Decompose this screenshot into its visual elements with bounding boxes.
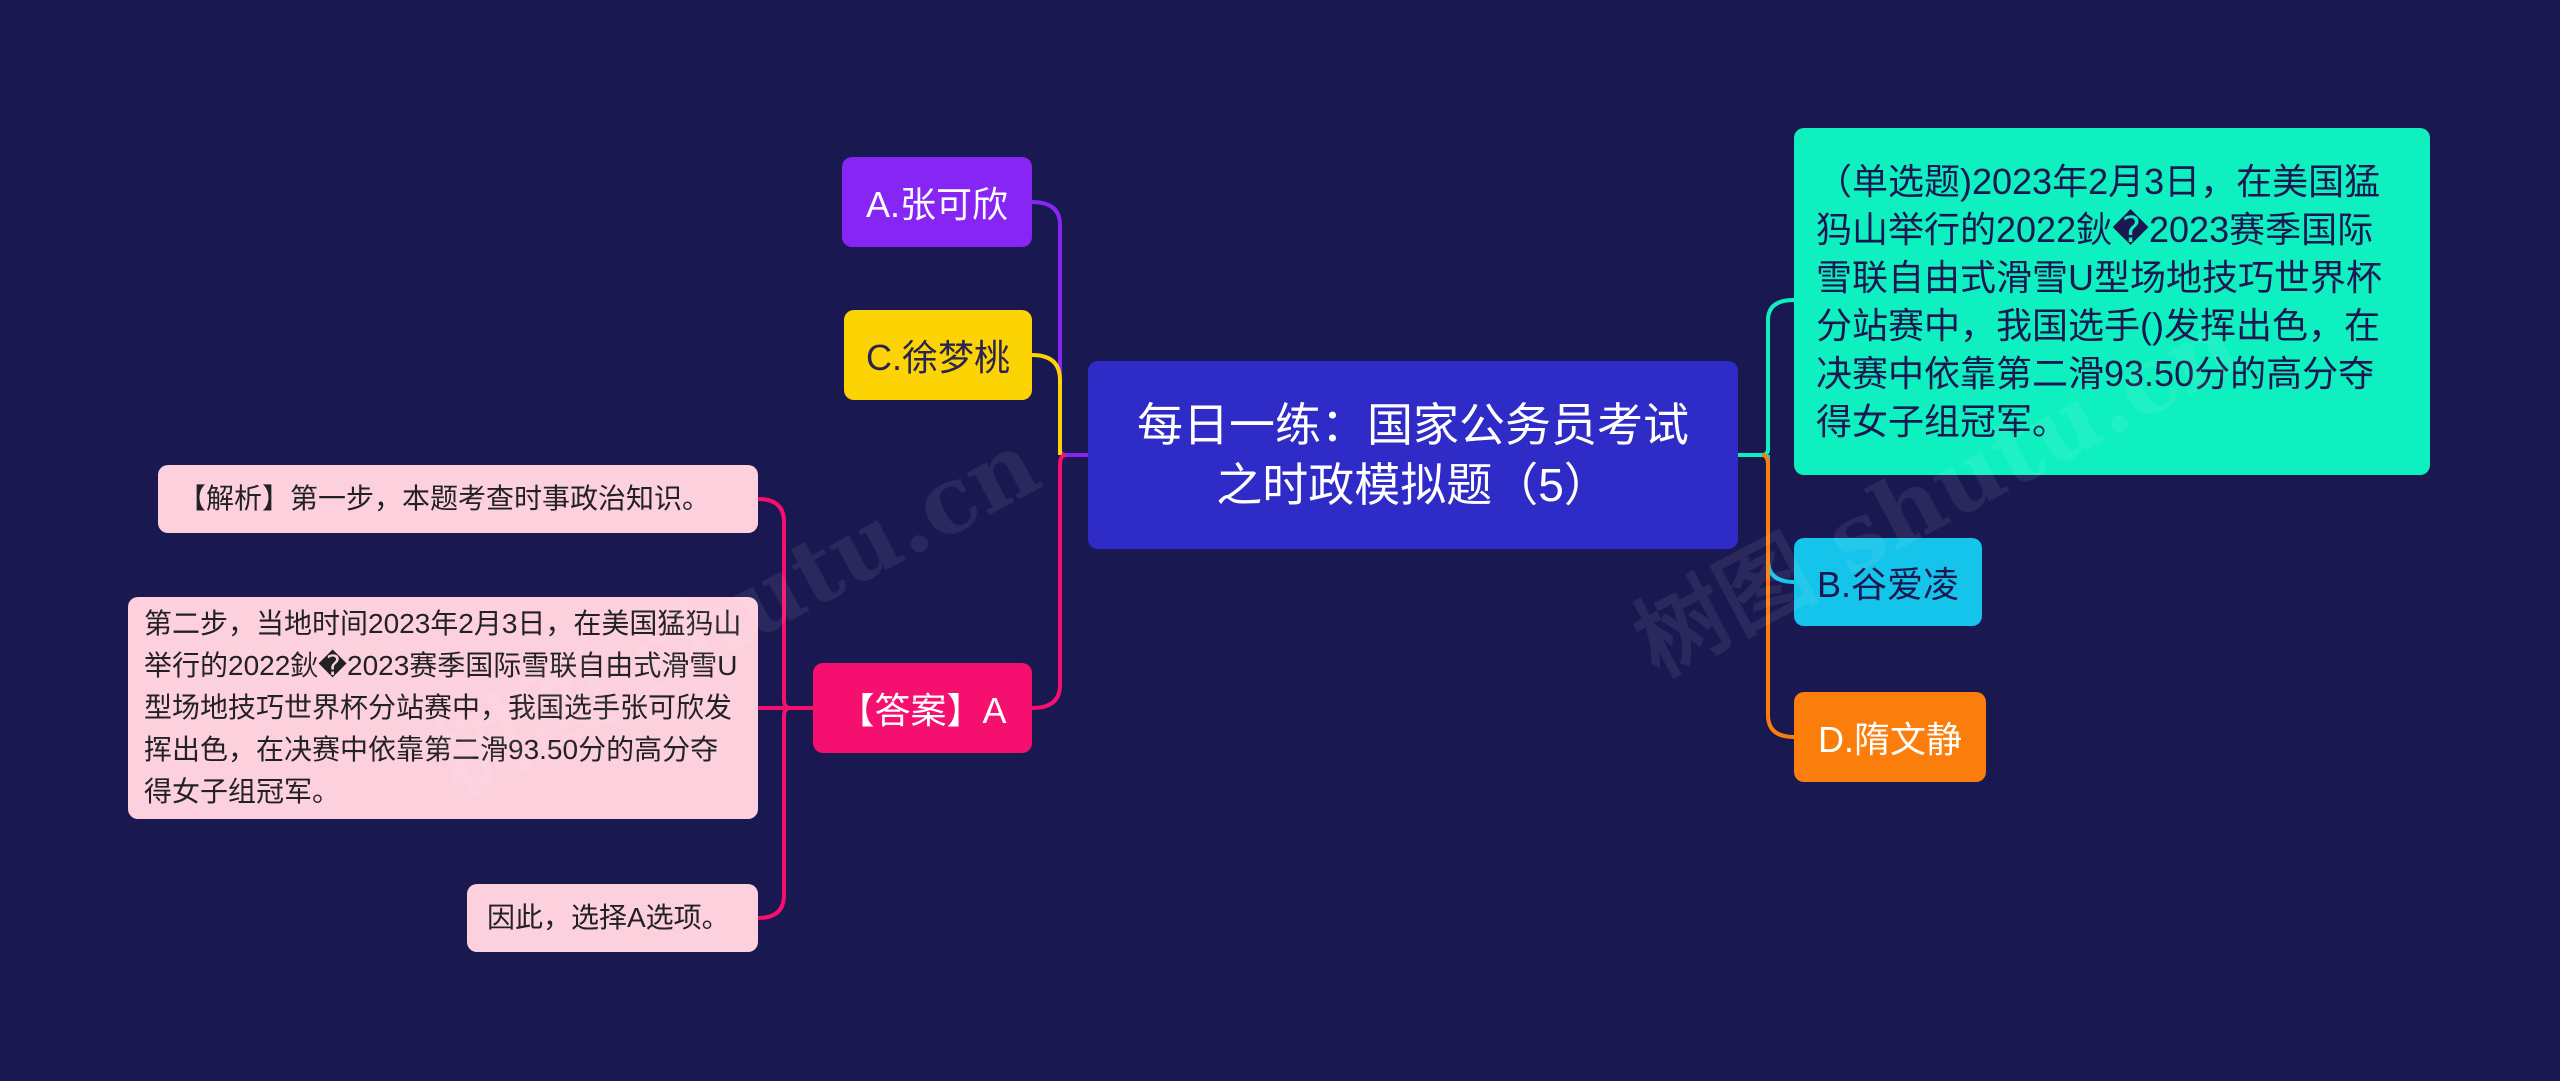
explanation-node-2[interactable]: 第二步，当地时间2023年2月3日，在美国猛犸山举行的2022鈥�2023赛季国…: [128, 597, 758, 819]
explanation-text-1: 【解析】第一步，本题考查时事政治知识。: [178, 483, 711, 514]
explanation-text-2: 第二步，当地时间2023年2月3日，在美国猛犸山举行的2022鈥�2023赛季国…: [144, 608, 742, 807]
link-explanation-1: [757, 497, 813, 710]
explanation-text-3: 因此，选择A选项。: [487, 902, 730, 933]
option-a-node[interactable]: A.张可欣: [842, 157, 1032, 247]
link-option-b: [1766, 455, 1795, 584]
link-answer: [1031, 453, 1067, 710]
option-d-label: D.隋文静: [1817, 719, 1962, 760]
link-question: [1738, 298, 1795, 457]
question-node[interactable]: （单选题)2023年2月3日，在美国猛犸山举行的2022鈥�2023赛季国际雪联…: [1794, 128, 2430, 475]
question-text: （单选题)2023年2月3日，在美国猛犸山举行的2022鈥�2023赛季国际雪联…: [1816, 160, 2382, 442]
central-topic-label: 每日一练：国家公务员考试之时政模拟题（5）: [1137, 399, 1689, 511]
option-a-label: A.张可欣: [865, 184, 1008, 225]
option-b-node[interactable]: B.谷爱凌: [1794, 538, 1982, 626]
central-topic[interactable]: 每日一练：国家公务员考试之时政模拟题（5）: [1088, 361, 1738, 549]
link-option-d: [1761, 453, 1795, 739]
option-c-node[interactable]: C.徐梦桃: [844, 310, 1032, 400]
answer-label: 【答案】A: [838, 690, 1007, 731]
answer-node[interactable]: 【答案】A: [813, 663, 1032, 753]
option-d-node[interactable]: D.隋文静: [1794, 692, 1986, 782]
explanation-node-1[interactable]: 【解析】第一步，本题考查时事政治知识。: [158, 465, 758, 533]
link-explanation-3: [757, 706, 791, 920]
link-option-c: [1031, 353, 1062, 455]
option-c-label: C.徐梦桃: [865, 337, 1010, 378]
explanation-node-3[interactable]: 因此，选择A选项。: [467, 884, 758, 952]
option-b-label: B.谷爱凌: [1816, 564, 1959, 605]
